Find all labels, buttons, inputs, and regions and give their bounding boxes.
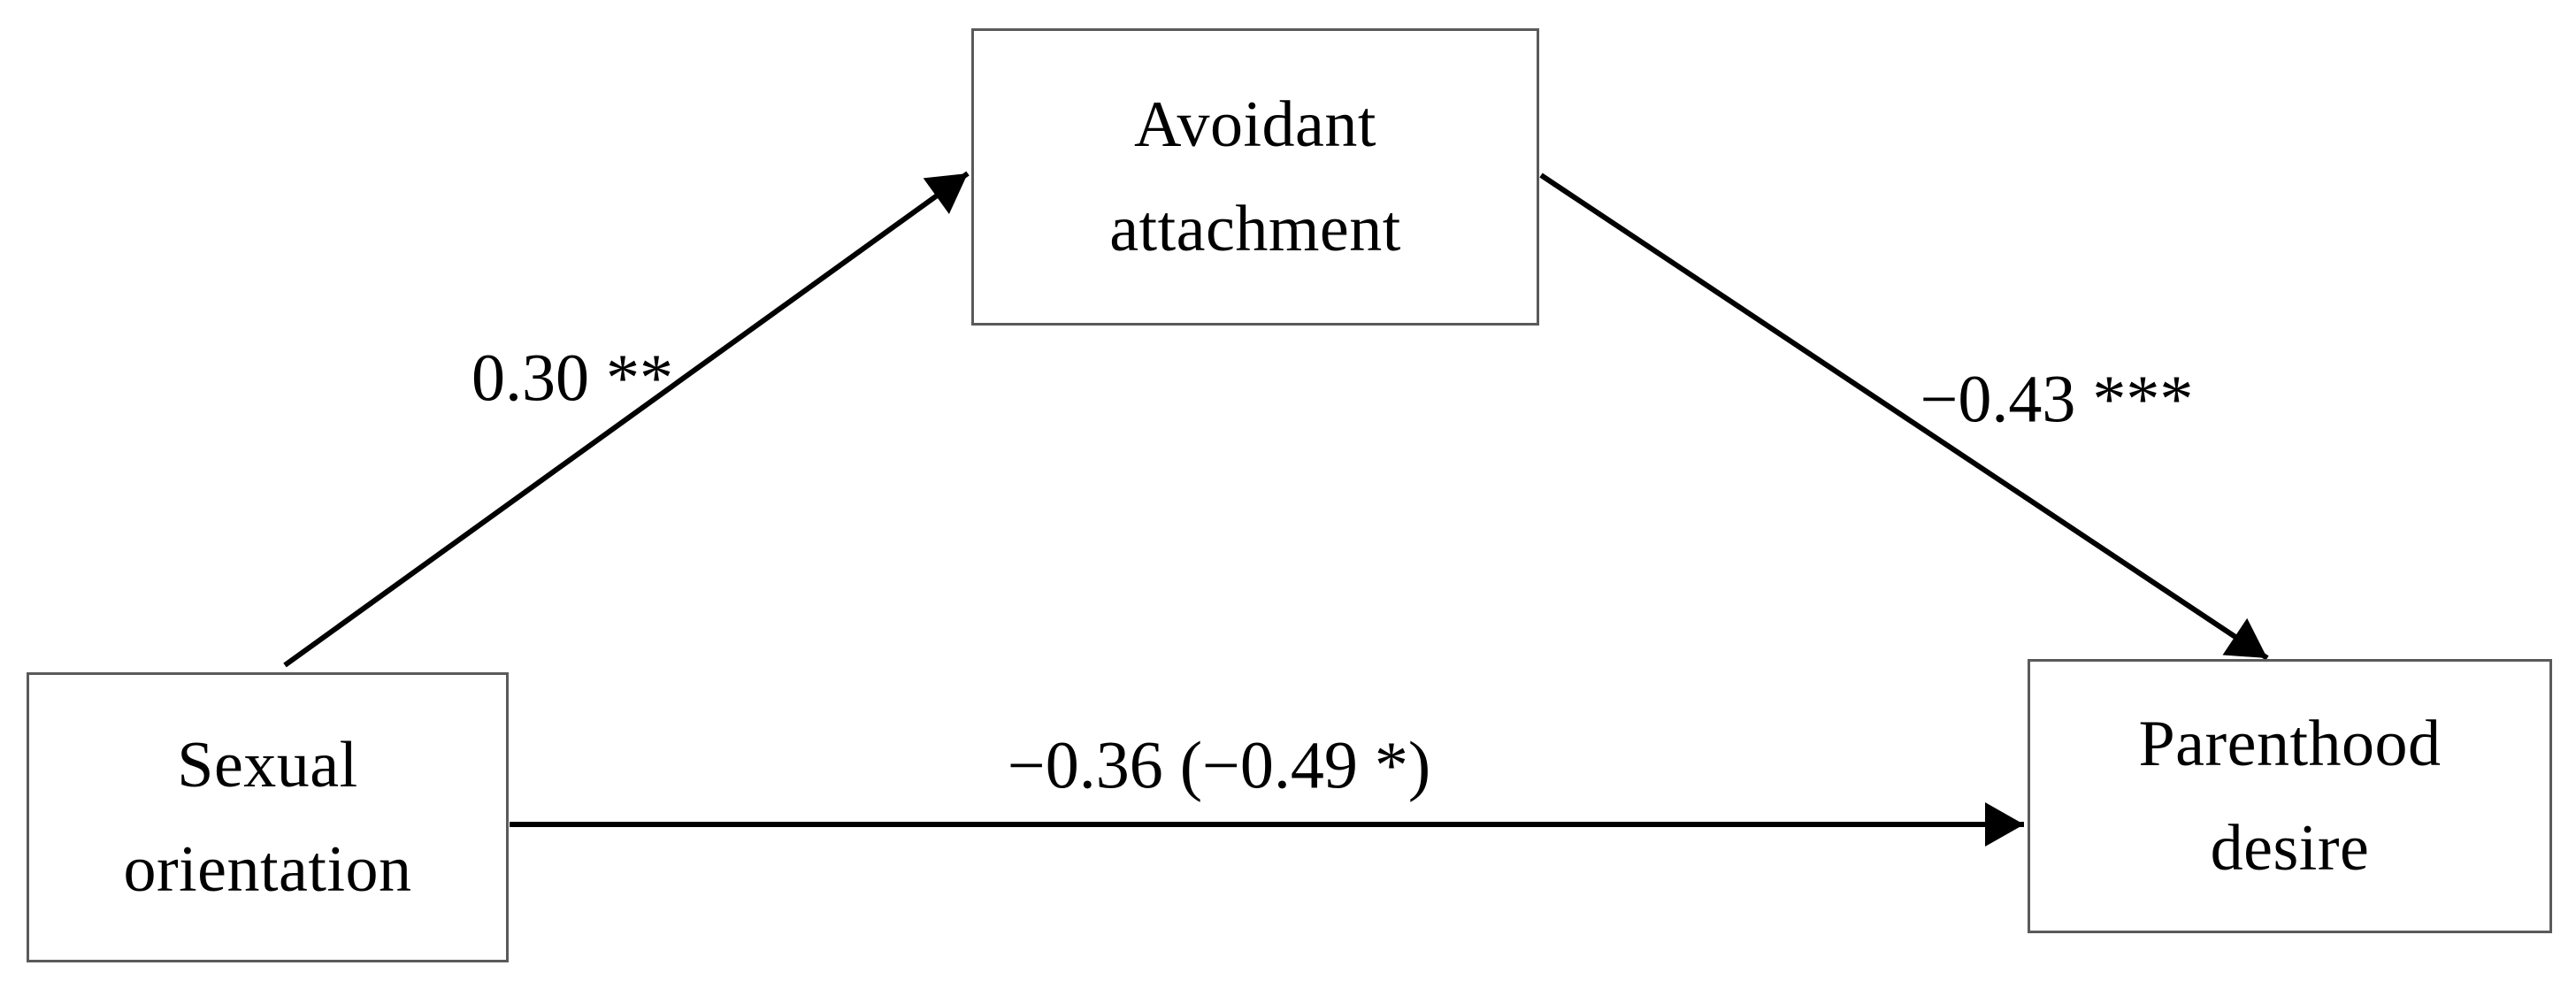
path-a-arrow bbox=[283, 171, 970, 668]
node-avoidant-attachment-line2: attachment bbox=[1109, 193, 1401, 265]
path-b-coefficient-label: −0.43 *** bbox=[1920, 362, 2194, 437]
node-sexual-orientation-line2: orientation bbox=[123, 833, 412, 906]
node-parenthood-desire-line1: Parenthood bbox=[2138, 708, 2442, 780]
node-sexual-orientation: Sexual orientation bbox=[27, 672, 509, 962]
node-sexual-orientation-line1: Sexual bbox=[177, 729, 358, 801]
path-b-arrow bbox=[1539, 172, 2269, 661]
node-parenthood-desire: Parenthood desire bbox=[2028, 659, 2552, 933]
node-avoidant-attachment: Avoidant attachment bbox=[971, 28, 1539, 326]
path-a-coefficient-label: 0.30 ** bbox=[472, 341, 673, 416]
node-parenthood-desire-line2: desire bbox=[2210, 812, 2370, 885]
node-avoidant-attachment-line1: Avoidant bbox=[1134, 88, 1376, 161]
path-c-coefficient-label: −0.36 (−0.49 *) bbox=[1007, 728, 1431, 803]
